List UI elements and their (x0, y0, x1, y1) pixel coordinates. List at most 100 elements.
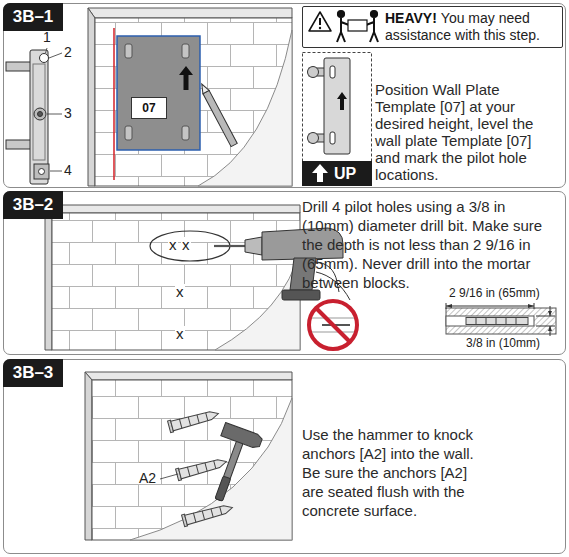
up-arrow-icon (312, 164, 328, 182)
step-tab: 3B–1 (3, 3, 63, 31)
two-person-lift-icon (337, 18, 349, 42)
brick-wall (92, 380, 292, 540)
callout-number: 1 (43, 30, 51, 45)
hammer (215, 440, 243, 501)
depth-detail (446, 303, 556, 336)
brick-wall (198, 30, 292, 186)
leader-line (160, 474, 178, 479)
hammer (215, 476, 231, 501)
warning-icon (309, 12, 331, 31)
wall-plate-template (125, 44, 132, 58)
callout-number: 3 (64, 106, 72, 121)
wall-plate-template (113, 28, 115, 180)
wall-plate-template (117, 36, 200, 150)
text-block: UP (334, 161, 356, 186)
brick-wall (45, 205, 52, 350)
wall-plate-side-view (6, 62, 32, 71)
brick-wall (130, 398, 292, 540)
text-block: 07 (132, 98, 166, 118)
step-number: 3B–1 (13, 7, 54, 27)
anchor (182, 502, 234, 527)
two-person-lift-icon (348, 20, 367, 31)
depth-detail (466, 318, 528, 325)
hammer (200, 423, 263, 507)
prohibition-sign (309, 301, 357, 349)
two-person-lift-icon (371, 11, 378, 18)
wall-plate-template (203, 90, 237, 146)
dimension-label: 2 9/16 in (65mm) (449, 287, 540, 300)
step-tab: 3B–3 (3, 359, 63, 387)
depth-detail (446, 308, 556, 334)
prohibition-sign (309, 301, 357, 349)
anchor (179, 412, 208, 429)
prohibition-sign (312, 318, 354, 319)
step-tab: 3B–2 (3, 191, 63, 219)
two-person-lift-icon (366, 18, 378, 42)
warning-icon (309, 12, 331, 31)
leader-line (46, 48, 63, 171)
anchor (168, 408, 234, 527)
drill (316, 272, 350, 300)
plate-detail (308, 133, 319, 144)
anchor (185, 503, 234, 525)
wall-plate-side-view (30, 50, 48, 184)
warning-icon (319, 27, 321, 29)
drill (290, 258, 316, 290)
depth-detail (476, 318, 516, 325)
plate-detail (303, 53, 372, 186)
pilot-hole-mark: x (175, 326, 185, 341)
wall-plate-template (114, 28, 237, 180)
warning-heading: HEAVY! (385, 10, 437, 26)
depth-detail (446, 304, 534, 308)
step-number: 3B–2 (13, 195, 54, 215)
brick-wall (88, 8, 292, 18)
up-tag: UP (302, 161, 372, 186)
drill (214, 228, 350, 300)
step-panel: 3B–1 HEAVY!You may need assistance with t… (3, 3, 566, 188)
brick-wall (85, 372, 292, 380)
instruction-text: Position Wall Plate Template [07] at you… (375, 81, 533, 183)
brick-wall (85, 372, 292, 540)
plate-detail (303, 53, 372, 186)
wall-plate-template (182, 44, 189, 58)
plate-detail (330, 66, 335, 78)
wall-plate-side-view (6, 140, 32, 149)
up-arrow-icon (309, 162, 331, 184)
wall-plate-side-view (40, 54, 49, 63)
step-panel: 3B–2 Drill 4 pilot holes using a 3/8 in (… (3, 191, 566, 355)
drill (282, 290, 320, 300)
leader-line (50, 171, 62, 172)
part-number: 07 (142, 101, 155, 115)
plate-detail (330, 132, 335, 144)
brick-wall (88, 8, 95, 186)
wall-plate-template (199, 82, 209, 93)
depth-detail (548, 311, 552, 331)
text-block: 3B–1 (3, 3, 63, 31)
wall-plate-side-view (34, 164, 49, 179)
drill (262, 228, 343, 260)
warning-text: You may need assistance with this step. (385, 10, 540, 43)
wall-plate-side-view (34, 108, 46, 120)
pilot-hole-mark: x (181, 237, 191, 252)
two-person-lift-icon (338, 11, 345, 18)
instruction-text: Use the hammer to knock anchors [A2] int… (302, 426, 474, 519)
plate-detail (337, 92, 347, 110)
text-block: Use the hammer to knock anchors [A2] int… (302, 425, 490, 520)
brick-wall (88, 8, 292, 186)
pilot-hole-mark: x (168, 237, 178, 252)
anchor (168, 408, 220, 433)
warning-icon (319, 18, 321, 25)
wall-plate-template (179, 66, 193, 90)
leader-line (49, 53, 62, 58)
text-block: 3B–3 (3, 359, 63, 387)
step-number: 3B–3 (13, 363, 54, 383)
plate-detail (308, 67, 319, 78)
anchor (193, 506, 222, 523)
part-label: A2 (139, 471, 156, 486)
two-person-lift-icon (337, 11, 378, 43)
pilot-hole-mark: x (175, 284, 185, 299)
dimension-label: 3/8 in (10mm) (466, 337, 540, 350)
instruction-text: Drill 4 pilot holes using a 3/8 in (10mm… (302, 198, 542, 291)
